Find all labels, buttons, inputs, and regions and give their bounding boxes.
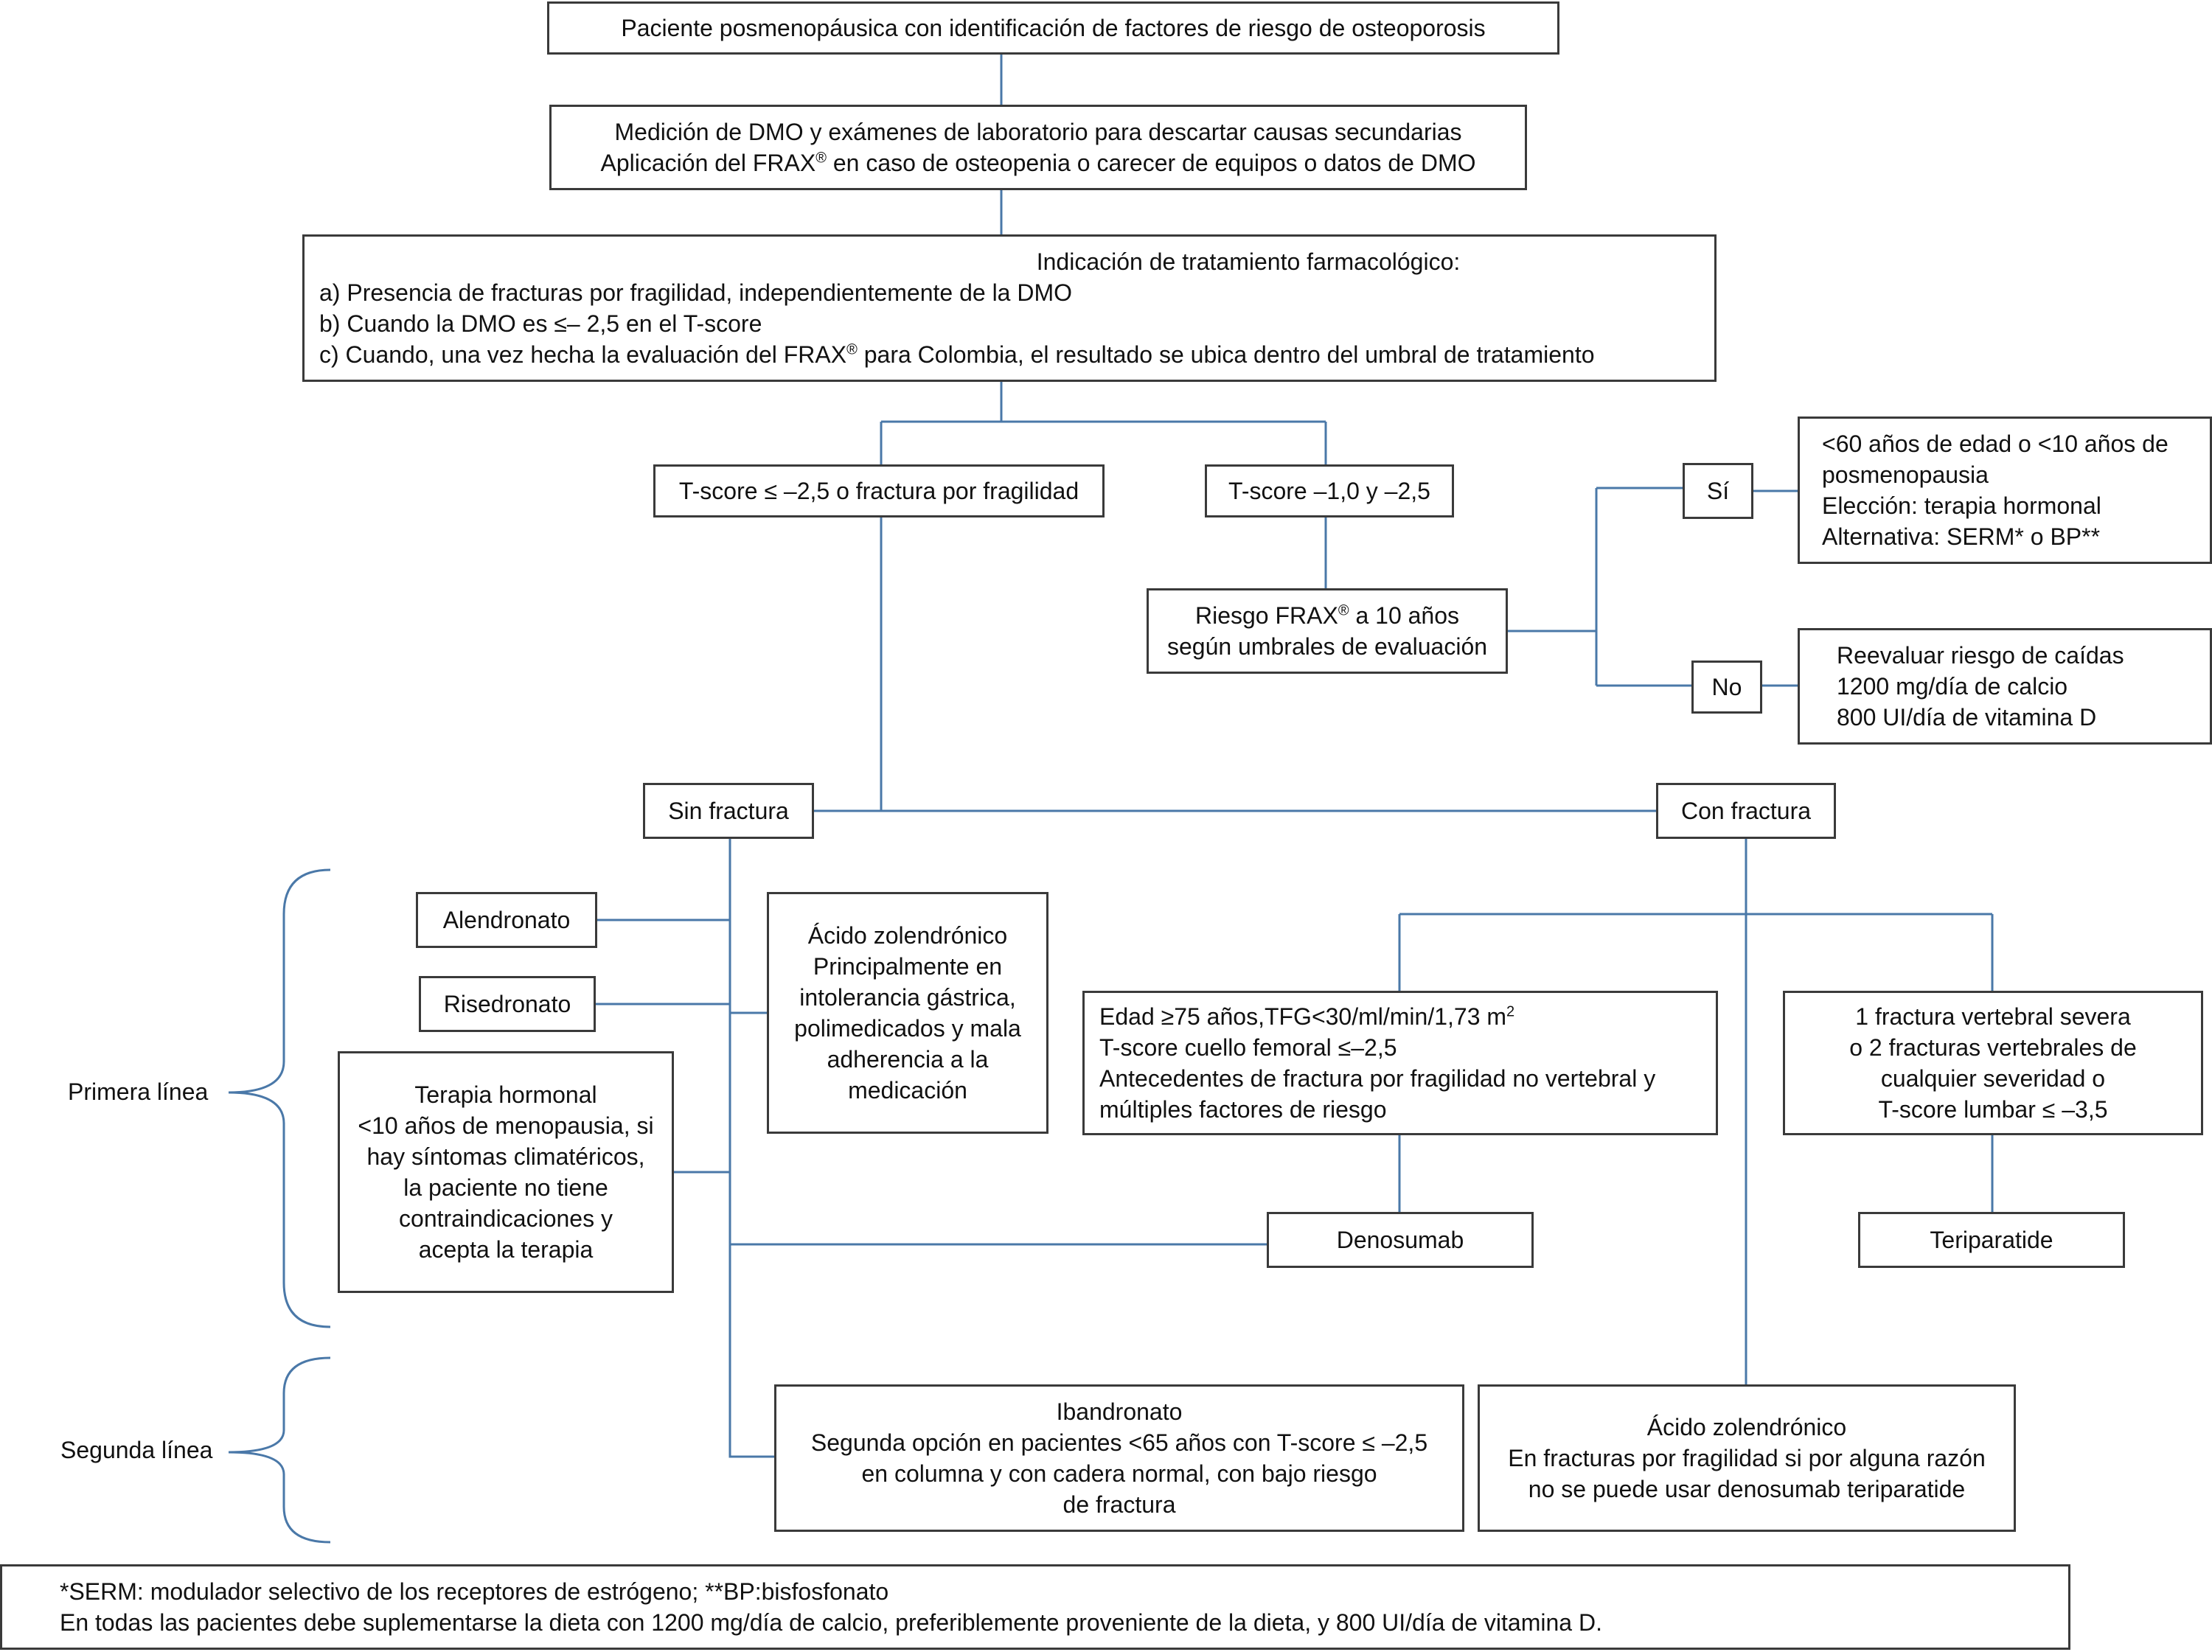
box-si: Sí — [1683, 463, 1753, 519]
box-si-resultado: <60 años de edad o <10 años de posmenopa… — [1798, 417, 2212, 564]
connector-frax-to-decision — [1508, 487, 1691, 687]
connector-brace-primera — [228, 868, 331, 1328]
alendronato-text: Alendronato — [442, 907, 571, 933]
box-teriparatide: Teriparatide — [1858, 1212, 2125, 1268]
frax-line-1: Riesgo FRAX® a 10 años — [1194, 602, 1460, 629]
connector-brace-segunda — [228, 1356, 331, 1544]
ibandronato-line-2: Segunda opción en pacientes <65 años con… — [810, 1429, 1428, 1456]
edad-line-3: Antecedentes de fractura por fragilidad … — [1099, 1065, 1656, 1092]
box-riesgo-frax: Riesgo FRAX® a 10 años según umbrales de… — [1147, 588, 1508, 674]
vertebral-line-1: 1 fractura vertebral severa — [1855, 1003, 2131, 1030]
risedronato-text: Risedronato — [443, 991, 571, 1017]
superscript-two: 2 — [1506, 1003, 1515, 1020]
zoledronico2-line-2: En fracturas por fragilidad si por algun… — [1508, 1445, 1986, 1471]
frax-line-2: según umbrales de evaluación — [1166, 633, 1488, 660]
terapia-line-2: <10 años de menopausia, si — [358, 1112, 654, 1139]
paciente-text: Paciente posmenopáusica con identificaci… — [621, 15, 1486, 41]
box-indicacion-tratamiento: Indicación de tratamiento farmacológico:… — [302, 234, 1717, 382]
vertebral-line-3: cualquier severidad o — [1880, 1065, 2106, 1092]
box-tscore-fractura: T-score ≤ –2,5 o fractura por fragilidad — [653, 464, 1105, 517]
zoledronico1-line-4: polimedicados y mala — [794, 1015, 1021, 1042]
footnote-line-1: *SERM: modulador selectivo de los recept… — [60, 1578, 889, 1605]
ibandronato-line-3: en columna y con cadera normal, con bajo… — [861, 1460, 1377, 1487]
dmo-line-2: Aplicación del FRAX® en caso de osteopen… — [600, 150, 1476, 176]
box-ibandronato: Ibandronato Segunda opción en pacientes … — [774, 1384, 1464, 1532]
ibandronato-line-4: de fractura — [1062, 1491, 1176, 1518]
box-alendronato: Alendronato — [416, 892, 597, 948]
box-criterios-teriparatide: 1 fractura vertebral severa o 2 fractura… — [1783, 991, 2203, 1135]
no-text: No — [1711, 674, 1742, 700]
si-result-line-2: posmenopausia — [1822, 461, 1989, 488]
denosumab-text: Denosumab — [1336, 1227, 1464, 1253]
connector-fractura-bus — [814, 517, 1656, 812]
zoledronico1-line-2: Principalmente en — [813, 953, 1003, 980]
teriparatide-text: Teriparatide — [1930, 1227, 2053, 1253]
si-text: Sí — [1706, 478, 1730, 504]
si-result-line-1: <60 años de edad o <10 años de — [1822, 431, 2168, 457]
box-sin-fractura: Sin fractura — [643, 783, 814, 839]
box-nota-al-pie: *SERM: modulador selectivo de los recept… — [0, 1564, 2070, 1650]
vertebral-line-2: o 2 fracturas vertebrales de — [1849, 1034, 2137, 1061]
box-criterios-denosumab: Edad ≥75 años,TFG<30/ml/min/1,73 m2 T-sc… — [1082, 991, 1718, 1135]
vertebral-line-4: T-score lumbar ≤ –3,5 — [1878, 1096, 2108, 1123]
tscore-osteopenia-text: T-score –1,0 y –2,5 — [1228, 478, 1430, 504]
con-fractura-text: Con fractura — [1680, 798, 1812, 824]
terapia-line-1: Terapia hormonal — [414, 1081, 597, 1108]
no-result-line-2: 1200 mg/día de calcio — [1837, 673, 2068, 700]
si-result-line-4: Alternativa: SERM* o BP** — [1822, 523, 2101, 550]
connector-sin-fractura-spine — [728, 839, 774, 1458]
no-result-line-1: Reevaluar riesgo de caídas — [1837, 642, 2124, 669]
box-denosumab: Denosumab — [1267, 1212, 1534, 1268]
terapia-line-6: acepta la terapia — [418, 1236, 594, 1263]
box-paciente: Paciente posmenopáusica con identificaci… — [547, 1, 1559, 55]
terapia-line-5: contraindicaciones y — [399, 1205, 613, 1232]
terapia-line-4: la paciente no tiene — [403, 1174, 608, 1201]
registered-mark: ® — [1338, 602, 1349, 619]
box-no-resultado: Reevaluar riesgo de caídas 1200 mg/día d… — [1798, 628, 2212, 745]
indicacion-b: b) Cuando la DMO es ≤– 2,5 en el T-score — [319, 310, 762, 337]
connector-con-fractura-split — [1398, 913, 1994, 991]
box-medicion-dmo: Medición de DMO y exámenes de laboratori… — [549, 105, 1527, 190]
edad-line-1: Edad ≥75 años,TFG<30/ml/min/1,73 m2 — [1099, 1003, 1515, 1030]
tscore-fractura-text: T-score ≤ –2,5 o fractura por fragilidad — [678, 478, 1079, 504]
box-acido-zolendronico-primera: Ácido zolendrónico Principalmente en int… — [767, 892, 1048, 1134]
footnote-line-2: En todas las pacientes debe suplementars… — [60, 1609, 1602, 1636]
zoledronico2-line-3: no se puede usar denosumab teriparatide — [1528, 1476, 1966, 1502]
indicacion-c: c) Cuando, una vez hecha la evaluación d… — [319, 341, 1595, 368]
box-tscore-osteopenia: T-score –1,0 y –2,5 — [1205, 464, 1454, 517]
box-terapia-hormonal: Terapia hormonal <10 años de menopausia,… — [338, 1051, 674, 1293]
registered-mark: ® — [815, 150, 827, 167]
box-risedronato: Risedronato — [419, 976, 596, 1032]
terapia-line-3: hay síntomas climatéricos, — [366, 1143, 645, 1170]
box-con-fractura: Con fractura — [1656, 783, 1836, 839]
dmo-line-1: Medición de DMO y exámenes de laboratori… — [614, 119, 1462, 145]
edad-line-4: múltiples factores de riesgo — [1099, 1096, 1387, 1123]
edad-line-2: T-score cuello femoral ≤–2,5 — [1099, 1034, 1397, 1061]
zoledronico1-line-6: medicación — [848, 1077, 967, 1104]
ibandronato-line-1: Ibandronato — [1056, 1398, 1183, 1425]
zoledronico2-line-1: Ácido zolendrónico — [1646, 1414, 1847, 1440]
zoledronico1-line-5: adherencia a la — [827, 1046, 989, 1073]
zoledronico1-line-3: intolerancia gástrica, — [799, 984, 1016, 1011]
box-acido-zolendronico-fractura: Ácido zolendrónico En fracturas por frag… — [1478, 1384, 2016, 1532]
label-primera-linea: Primera línea — [68, 1078, 209, 1105]
connector-indicacion-split — [880, 382, 1327, 464]
registered-mark: ® — [846, 341, 858, 358]
sin-fractura-text: Sin fractura — [668, 798, 789, 824]
indicacion-a: a) Presencia de fracturas por fragilidad… — [319, 279, 1073, 306]
indicacion-title: Indicación de tratamiento farmacológico: — [1036, 248, 1461, 275]
zoledronico1-line-1: Ácido zolendrónico — [807, 922, 1008, 949]
label-segunda-linea: Segunda línea — [60, 1437, 213, 1463]
no-result-line-3: 800 UI/día de vitamina D — [1837, 704, 2097, 731]
si-result-line-3: Elección: terapia hormonal — [1822, 492, 2101, 519]
box-no: No — [1691, 661, 1762, 714]
